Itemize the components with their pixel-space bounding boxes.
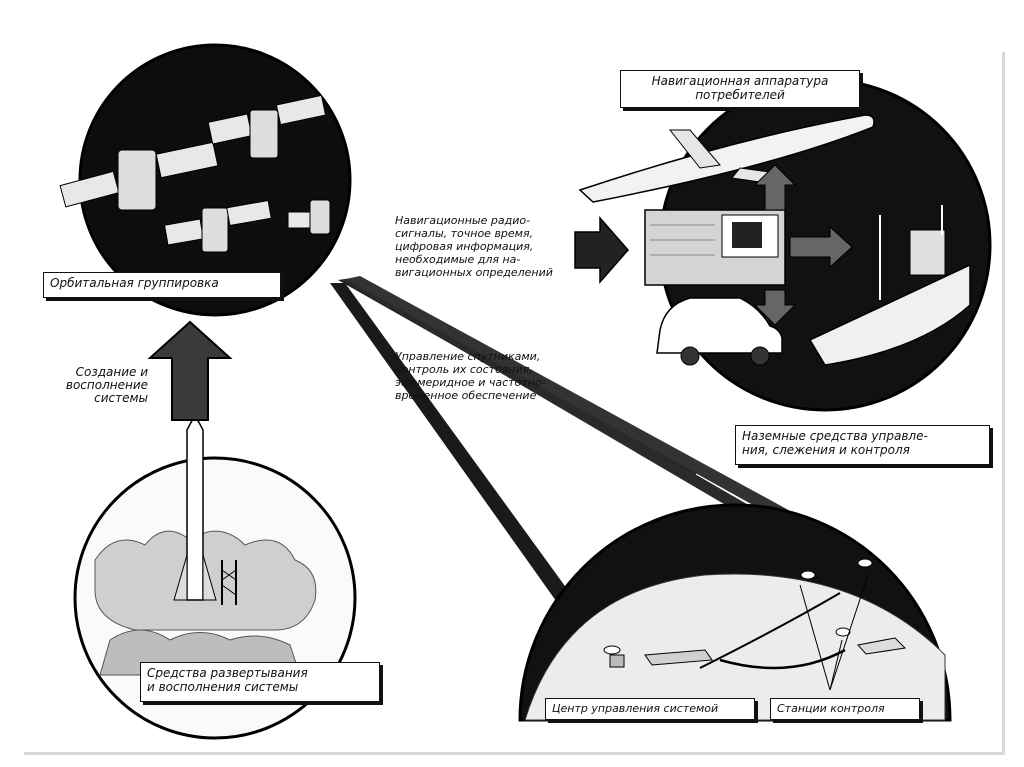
beam-to-station-2 bbox=[342, 278, 835, 565]
note-satellite-control: Управление спутниками, контроль их состо… bbox=[395, 350, 546, 402]
control-beams bbox=[330, 276, 880, 660]
ground-links bbox=[699, 574, 869, 691]
launch-rocket bbox=[173, 413, 217, 601]
consumer-arrows bbox=[753, 164, 853, 326]
label-consumer-equipment: Навигационная аппаратура потребителей bbox=[620, 70, 860, 108]
ship bbox=[808, 205, 971, 366]
satellite-1 bbox=[59, 141, 219, 211]
note-creation: Создание и восполнение системы bbox=[65, 365, 148, 405]
ground-circle bbox=[518, 503, 952, 722]
beam-to-control-center bbox=[330, 283, 615, 660]
note-navigation-signals: Навигационные радио- сигналы, точное вре… bbox=[395, 214, 553, 279]
satellite-3 bbox=[163, 199, 272, 253]
creation-arrow bbox=[147, 320, 233, 421]
label-monitor-stations: Станции контроля bbox=[770, 698, 920, 720]
launch-tower bbox=[221, 560, 237, 605]
satellite-2 bbox=[207, 94, 327, 159]
car bbox=[656, 297, 783, 366]
label-control-center: Центр управления системой bbox=[545, 698, 755, 720]
airplane bbox=[578, 114, 875, 203]
signal-arrow bbox=[574, 216, 629, 284]
beam-to-station-3 bbox=[346, 276, 880, 570]
satellite-4 bbox=[287, 199, 331, 235]
navigation-receiver bbox=[644, 209, 786, 286]
label-orbital-group: Орбитальная группировка bbox=[43, 272, 281, 298]
consumer-circle bbox=[578, 78, 992, 412]
monitor-station-antennas bbox=[800, 558, 907, 655]
control-center-building bbox=[644, 649, 713, 666]
orbital-circle bbox=[59, 43, 352, 317]
label-ground-facilities: Наземные средства управле- ния, слежения… bbox=[735, 425, 990, 465]
label-launch-facilities: Средства развертывания и восполнения сис… bbox=[140, 662, 380, 702]
antenna-left bbox=[603, 645, 625, 668]
